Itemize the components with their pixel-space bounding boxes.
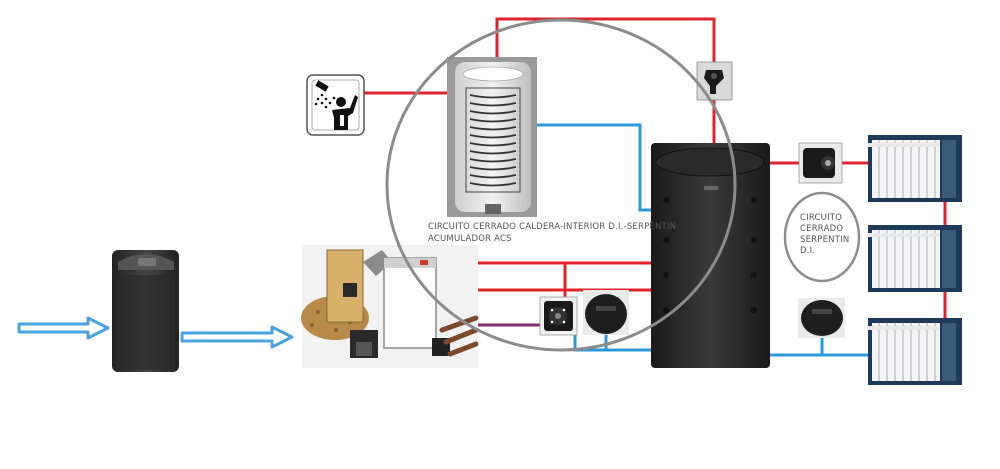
cold-pipes — [530, 123, 870, 357]
radiator-icon — [868, 135, 962, 202]
closed-circuit-coil-outline — [783, 191, 861, 283]
radiator-icon — [868, 318, 962, 385]
water-softener-icon — [112, 250, 179, 372]
label-closed-circuit-boiler: CIRCUITO CERRADO CALDERA-INTERIOR D.I.-S… — [428, 222, 677, 232]
label-line: D.I. — [800, 246, 816, 256]
expansion-vessel-icon — [583, 290, 629, 335]
radiator-icon — [868, 225, 962, 292]
closed-circuit-boiler-outline — [385, 18, 737, 352]
radiator-expansion-vessel-icon — [798, 298, 845, 338]
radiator-pump-icon — [798, 142, 843, 184]
shower-icon — [306, 74, 365, 136]
label-line: SERPENTIN — [800, 235, 850, 245]
label-dhw-accumulator: ACUMULADOR ACS — [428, 234, 512, 244]
air-vent-icon — [696, 61, 733, 101]
label-closed-circuit-coil: CIRCUITO CERRADO SERPENTIN D.I. — [800, 213, 870, 257]
pump-icon — [539, 296, 578, 336]
label-line: CIRCUITO — [800, 213, 843, 223]
flow-arrow-in — [17, 316, 110, 340]
dhw-tank-icon — [447, 57, 537, 217]
label-line: CERRADO — [800, 224, 844, 234]
flow-arrow-to-boiler — [180, 325, 294, 349]
pellet-boiler-icon — [301, 245, 479, 368]
inertia-tank-icon — [651, 143, 770, 368]
